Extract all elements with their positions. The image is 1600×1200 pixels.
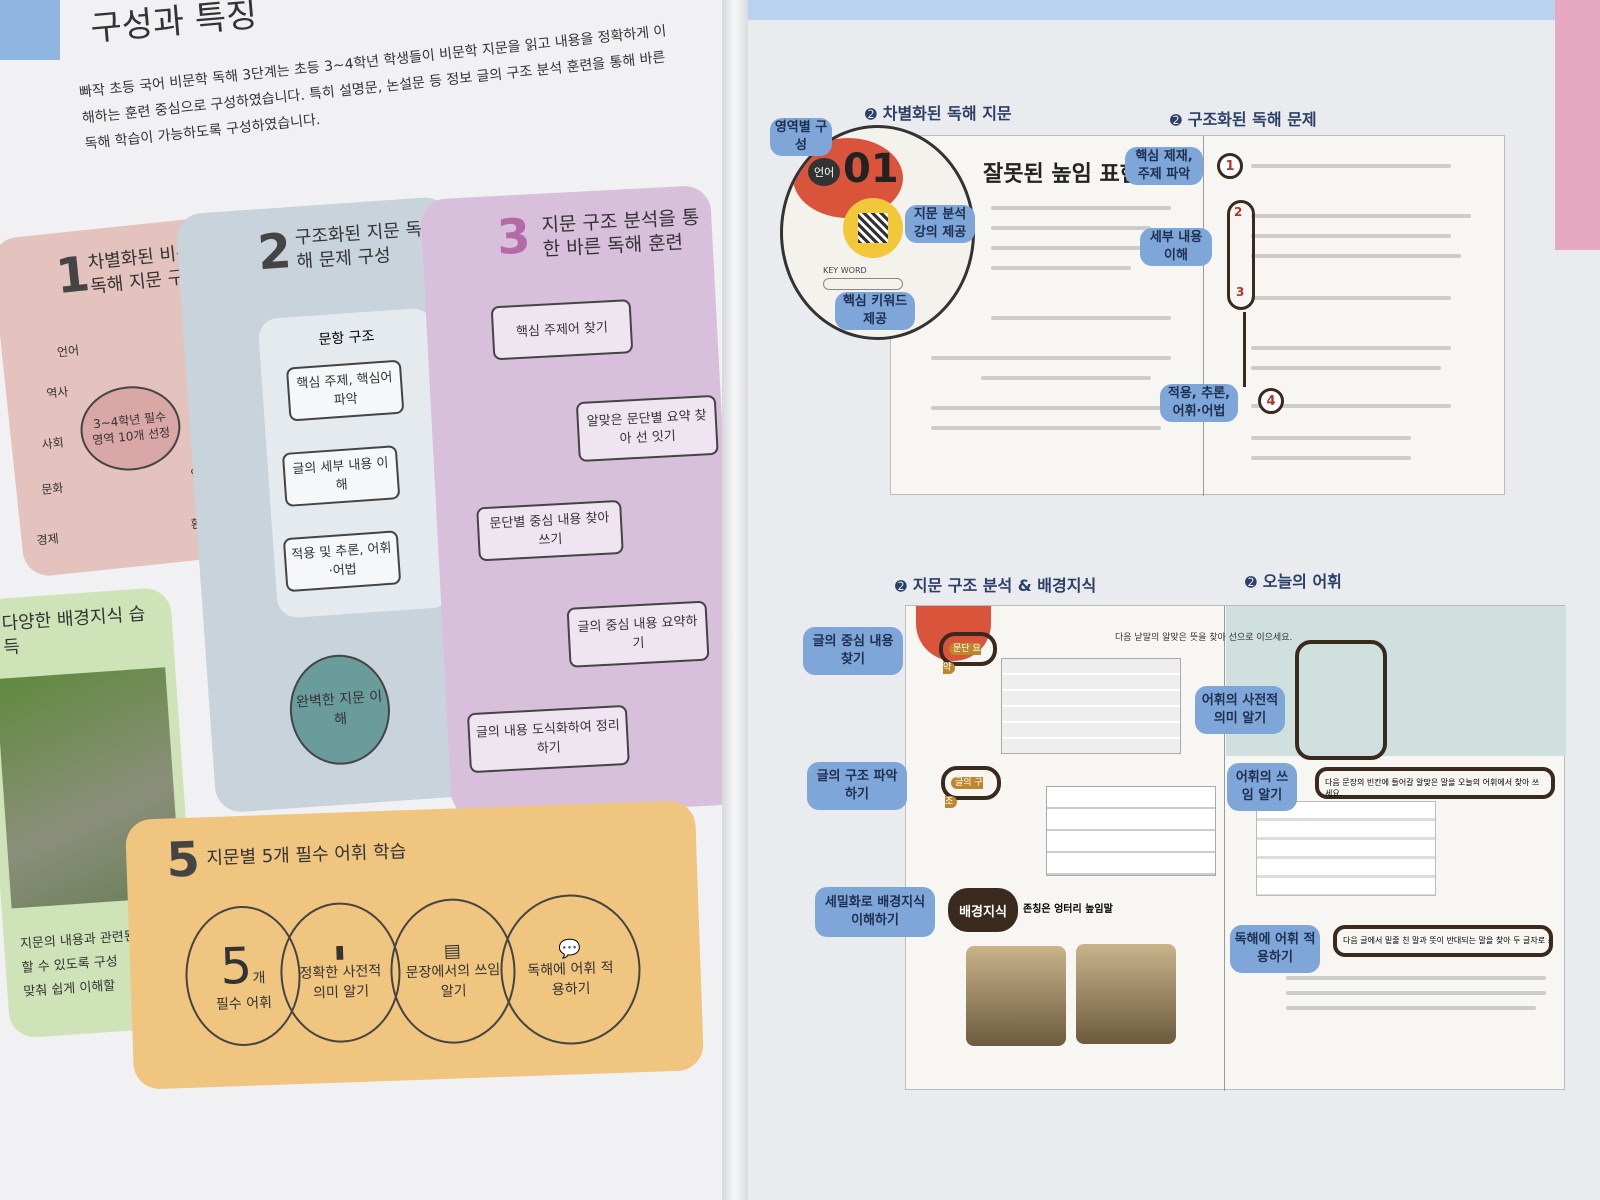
background-title: 존칭은 엉터리 높임말: [1023, 904, 1113, 915]
panel-number: 1: [53, 245, 93, 306]
vocab-question-2: 다음 글에서 밑줄 친 말과 뜻이 반대되는 말을 찾아 두 글자로 쓰세요.: [1333, 925, 1553, 957]
title-accent: [0, 0, 60, 60]
area-badge: 언어: [808, 158, 841, 186]
inner-title: 문항 구조: [318, 328, 375, 349]
arrow-line: [1243, 312, 1246, 387]
question-number: 3: [1236, 285, 1245, 299]
question-number: 2: [1234, 205, 1243, 219]
unit: 개: [252, 970, 266, 987]
callout: 핵심 키워드 제공: [835, 292, 915, 330]
panel-5: 5 지문별 5개 필수 어휘 학습 5개 필수 어휘 ▮정확한 사전적 의미 알…: [125, 800, 705, 1090]
document-icon: ▤: [443, 939, 462, 962]
callout: 핵심 제재, 주제 파악: [1125, 147, 1203, 185]
pink-object: [1555, 0, 1600, 250]
top-accent: [735, 0, 1600, 20]
vocab-instruction: 다음 낱말의 알맞은 뜻을 찾아 선으로 이으세요.: [1115, 633, 1293, 643]
item-label: 필수 어휘: [215, 994, 273, 1013]
callout: 어휘의 쓰임 알기: [1227, 763, 1297, 811]
area-label: 경제: [35, 531, 60, 548]
page-title: 구성과 특징: [88, 0, 259, 50]
right-page: 차별화된 독해 지문 구조화된 독해 문제 잘못된 높임 표현 01 언어 KE…: [735, 0, 1600, 1200]
section-heading: 오늘의 어휘: [1245, 568, 1342, 592]
book-icon: ▮: [334, 941, 346, 963]
item-label: 정확한 사전적 의미 알기: [299, 963, 382, 1002]
section-heading: 지문 구조 분석 & 배경지식: [895, 572, 1096, 596]
question-text: 다음 글에서 밑줄 친 말과 뜻이 반대되는 말을 찾아 두 글자로 쓰세요.: [1343, 936, 1553, 945]
section-heading: 차별화된 독해 지문: [865, 100, 1012, 124]
highlight-capsule: [1227, 200, 1255, 310]
lesson-title: 잘못된 높임 표현: [983, 162, 1140, 187]
sample-spread-bottom: [905, 605, 1566, 1091]
item-label: 문장에서의 쓰임 알기: [405, 961, 501, 1000]
vocab-circle: ▤문장에서의 쓰임 알기: [387, 896, 518, 1046]
result-circle: 완벽한 지문 이해: [286, 651, 394, 769]
panel-3: 3 지문 구조 분석을 통한 바른 독해 훈련 핵심 주제어 찾기 알맞은 문단…: [420, 184, 743, 820]
question-number: 1: [1217, 153, 1243, 179]
highlight-ring: 문단 요약: [939, 632, 997, 674]
callout: 영역별 구성: [770, 118, 832, 156]
callout: 독해에 어휘 적용하기: [1230, 925, 1320, 973]
keyword-label: KEY WORD: [823, 266, 867, 275]
panel-number: 5: [165, 831, 201, 889]
callout: 세밀화로 배경지식 이해하기: [815, 887, 935, 937]
background-knowledge-tag: 배경지식: [948, 888, 1018, 932]
area-label: 언어: [56, 343, 80, 360]
callout: 적용, 추론, 어휘·어법: [1160, 384, 1238, 422]
callout: 글의 중심 내용 찾기: [803, 627, 903, 675]
step-box: 핵심 주제어 찾기: [490, 299, 634, 361]
illustration-1: [966, 946, 1066, 1046]
panel-number: 2: [255, 223, 294, 282]
panel-number: 3: [495, 208, 532, 266]
section-heading: 구조화된 독해 문제: [1170, 106, 1317, 130]
question-number: 4: [1258, 388, 1284, 414]
area-label: 문화: [40, 480, 65, 497]
step-box: 글의 세부 내용 이해: [281, 445, 401, 507]
callout: 세부 내용 이해: [1140, 228, 1212, 266]
vocab-circle: ▮정확한 사전적 의미 알기: [278, 900, 403, 1045]
keyword-box: [823, 278, 903, 290]
question-text: 다음 문장의 빈칸에 들어갈 알맞은 말을 오늘의 어휘에서 찾아 쓰세요.: [1325, 778, 1540, 798]
book-spine: [722, 0, 748, 1200]
step-box: 알맞은 문단별 요약 찾아 선 잇기: [575, 394, 719, 463]
center-label: 3~4학년 필수 영역 10개 선정: [76, 381, 185, 476]
callout: 글의 구조 파악하기: [807, 762, 907, 810]
left-page: 구성과 특징 빠작 초등 국어 비문학 독해 3단계는 초등 3~4학년 학생들…: [0, 0, 743, 1200]
area-label: 역사: [45, 384, 70, 401]
panel-title: 지문 구조 분석을 통한 바른 독해 훈련: [540, 206, 700, 261]
vocab-circle: 💬독해에 어휘 적용하기: [497, 892, 644, 1047]
panel-title: 지문별 5개 필수 어휘 학습: [206, 841, 407, 870]
step-box: 핵심 주제, 핵심어 파악: [285, 359, 405, 422]
callout: 지문 분석 강의 제공: [905, 205, 975, 243]
highlight-ring: [1295, 640, 1387, 760]
step-box: 글의 내용 도식화하여 정리하기: [466, 704, 630, 774]
panel-desc: 지문의 내용과 관련된 할 수 있도록 구성 맞춰 쉽게 이해할: [19, 925, 140, 1005]
callout: 어휘의 사전적 의미 알기: [1195, 686, 1285, 734]
big-number: 5: [219, 936, 254, 996]
area-label: 사회: [40, 435, 65, 452]
sample-spread-top: 잘못된 높임 표현: [890, 135, 1505, 496]
highlight-ring: 글의 구조: [941, 766, 1001, 808]
step-box: 글의 중심 내용 요약하기: [566, 600, 710, 668]
panel-title: 다양한 배경지식 습득: [0, 603, 147, 659]
panel-title: 구조화된 지문 독해 문제 구성: [294, 218, 423, 273]
step-box: 적용 및 추론, 어휘·어법: [282, 530, 402, 593]
vocab-question-1: 다음 문장의 빈칸에 들어갈 알맞은 말을 오늘의 어휘에서 찾아 쓰세요.: [1315, 767, 1555, 799]
step-box: 문단별 중심 내용 찾아 쓰기: [476, 499, 624, 562]
chat-icon: 💬: [558, 938, 582, 960]
qr-code-mascot: [843, 198, 903, 258]
lesson-number: 01: [843, 146, 899, 192]
item-label: 독해에 어휘 적용하기: [527, 960, 614, 999]
illustration-2: [1076, 944, 1176, 1044]
